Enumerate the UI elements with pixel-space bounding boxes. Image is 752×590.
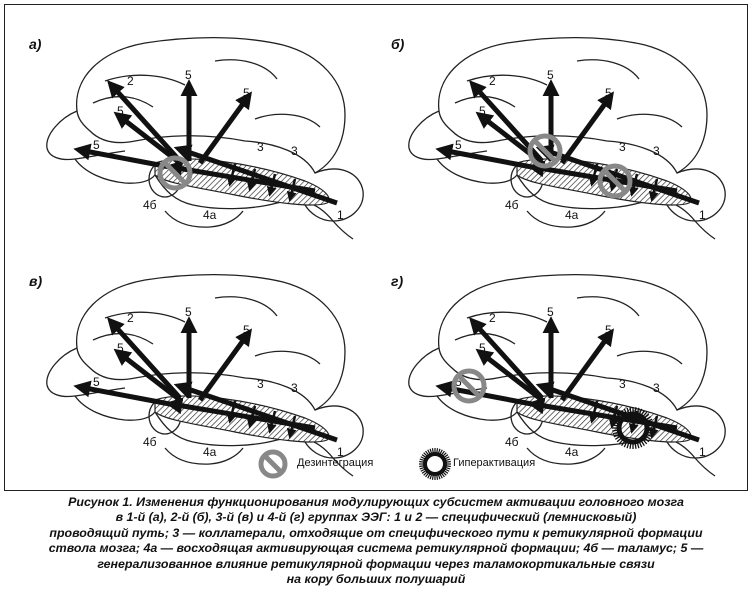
panel-letter: а)	[29, 36, 42, 52]
disintegration-marker	[597, 163, 633, 199]
legend	[258, 448, 451, 480]
label-3: 3	[257, 377, 264, 391]
arrow-2	[469, 317, 544, 400]
panel-letter: в)	[29, 273, 42, 289]
label-5: 5	[547, 68, 554, 82]
pathway-arrows	[73, 316, 338, 443]
label-5: 5	[93, 138, 100, 152]
hyperactivation-marker	[612, 407, 654, 449]
label-2: 2	[127, 74, 134, 88]
arrow-5	[197, 328, 252, 402]
caption-line: Рисунок 1. Изменения функционирования мо…	[68, 495, 684, 509]
label-5: 5	[243, 86, 250, 100]
label-2: 2	[489, 311, 496, 325]
panel-letter: б)	[391, 36, 405, 52]
label-1: 1	[699, 445, 706, 459]
label-5: 5	[243, 323, 250, 337]
structure-labels: 2 5 5 5 5 3 3 1 4б 4а	[455, 305, 706, 459]
disintegration-marker	[451, 368, 487, 404]
label-3: 3	[653, 381, 660, 395]
brain-panel: в) 2 5 5 5 5 3 3 1 4б 4а	[29, 273, 364, 477]
arrow-5	[73, 380, 176, 408]
brain-panel: г) 2 5 5 5 5 3 3 1 4б 4а	[391, 273, 726, 477]
arrow-5	[435, 380, 538, 408]
label-2: 2	[489, 74, 496, 88]
label-5: 5	[605, 86, 612, 100]
label-5: 5	[605, 323, 612, 337]
label-5: 5	[93, 375, 100, 389]
label-4b: 4б	[505, 435, 519, 449]
label-5: 5	[455, 375, 462, 389]
label-4a: 4а	[565, 445, 579, 459]
label-4a: 4а	[203, 445, 217, 459]
caption-line: на кору больших полушарий	[286, 572, 466, 587]
arrow-5	[197, 91, 252, 165]
arrow-5	[559, 91, 614, 165]
label-5: 5	[185, 68, 192, 82]
caption-line: ствола мозга; 4а — восходящая активирующ…	[48, 541, 704, 556]
arrow-2	[107, 80, 182, 163]
label-3: 3	[291, 144, 298, 158]
caption-line: проводящий путь; 3 — коллатерали, отходя…	[49, 525, 703, 540]
legend-disintegration-icon	[258, 449, 288, 479]
legend-hyperactivation-label: Гиперактивация	[453, 457, 536, 469]
label-1: 1	[337, 445, 344, 459]
caption-line: в 1-й (а), 2-й (б), 3-й (в) и 4-й (г) гр…	[115, 510, 637, 525]
legend-hyperactivation-icon	[419, 448, 451, 480]
arrow-5	[113, 111, 182, 165]
pathway-arrows	[435, 316, 700, 443]
structure-labels: 2 5 5 5 5 3 3 1 4б 4а	[93, 305, 344, 459]
brain-outline	[408, 273, 726, 477]
arrow-5	[559, 328, 614, 402]
label-4b: 4б	[143, 435, 157, 449]
arrow-5	[113, 348, 182, 402]
label-5: 5	[455, 138, 462, 152]
label-5: 5	[117, 104, 124, 118]
specific-pathway-arrow	[173, 381, 338, 443]
label-4a: 4а	[565, 208, 579, 222]
specific-pathway-arrow	[535, 144, 700, 206]
label-5: 5	[547, 305, 554, 319]
figure-caption: Рисунок 1. Изменения функционирования мо…	[8, 495, 744, 587]
structure-labels: 2 5 5 5 5 3 3 1 4б 4а	[455, 68, 706, 222]
label-4b: 4б	[505, 198, 519, 212]
label-3: 3	[653, 144, 660, 158]
label-3: 3	[257, 140, 264, 154]
brain-panel: а) 2 5 5 5 5 3 3 1 4б 4а	[29, 36, 364, 240]
structure-labels: 2 5 5 5 5 3 3 1 4б 4а	[93, 68, 344, 222]
disintegration-marker	[157, 155, 193, 191]
arrow-2	[107, 317, 182, 400]
label-4b: 4б	[143, 198, 157, 212]
specific-pathway-arrow	[535, 381, 700, 443]
brain-panel: б) 2 5 5 5 5 3 3 1 4б 4а	[391, 36, 726, 240]
arrow-5	[435, 143, 538, 171]
specific-pathway-arrow	[173, 144, 338, 206]
disintegration-marker	[527, 133, 563, 169]
label-3: 3	[619, 377, 626, 391]
arrow-5	[475, 348, 544, 402]
label-2: 2	[127, 311, 134, 325]
legend-disintegration-label: Дезинтеграция	[297, 457, 374, 469]
label-1: 1	[699, 208, 706, 222]
caption-line: генерализованное влияние ретикулярной фо…	[97, 556, 655, 571]
label-5: 5	[479, 341, 486, 355]
label-5: 5	[117, 341, 124, 355]
figure-frame: а) 2 5 5 5 5 3 3 1 4б 4а б) 2 5 5 5 5 3 3 1 4б 4а в) 2 5 5 5 5 3 3 1 4б…	[4, 4, 748, 491]
label-3: 3	[291, 381, 298, 395]
label-1: 1	[337, 208, 344, 222]
label-5: 5	[479, 104, 486, 118]
panel-letter: г)	[391, 273, 403, 289]
label-4a: 4а	[203, 208, 217, 222]
label-3: 3	[619, 140, 626, 154]
label-5: 5	[185, 305, 192, 319]
